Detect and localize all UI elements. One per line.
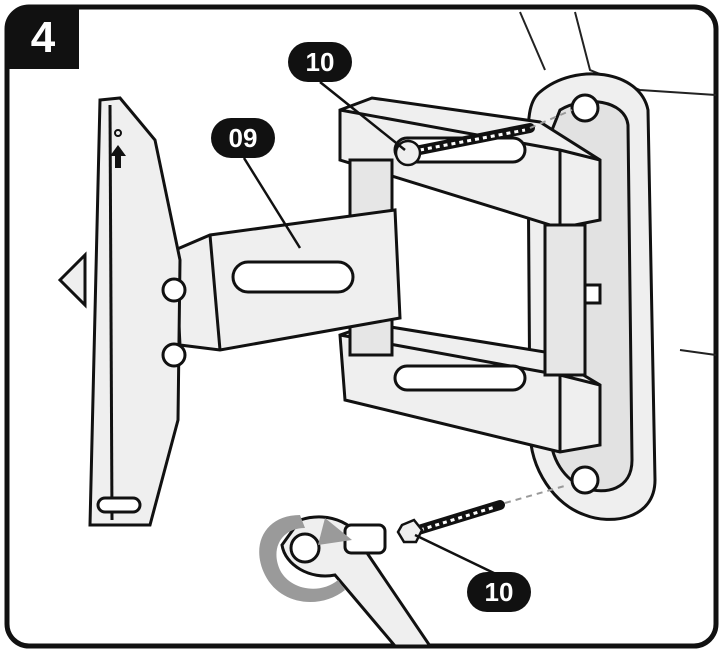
rotation-arrow-icon	[259, 515, 352, 602]
middle-arm	[173, 208, 402, 352]
tv-bracket	[57, 96, 187, 527]
callout-arm-part: 09	[211, 118, 275, 158]
top-screw	[394, 109, 573, 167]
callout-bottom-screw: 10	[467, 572, 531, 612]
step-number: 4	[7, 7, 79, 69]
callout-top-screw: 10	[288, 42, 352, 82]
up-arrow-icon	[110, 129, 126, 168]
upper-arm	[338, 96, 602, 230]
wrench-tool	[280, 515, 433, 648]
leader-lines	[242, 81, 499, 577]
